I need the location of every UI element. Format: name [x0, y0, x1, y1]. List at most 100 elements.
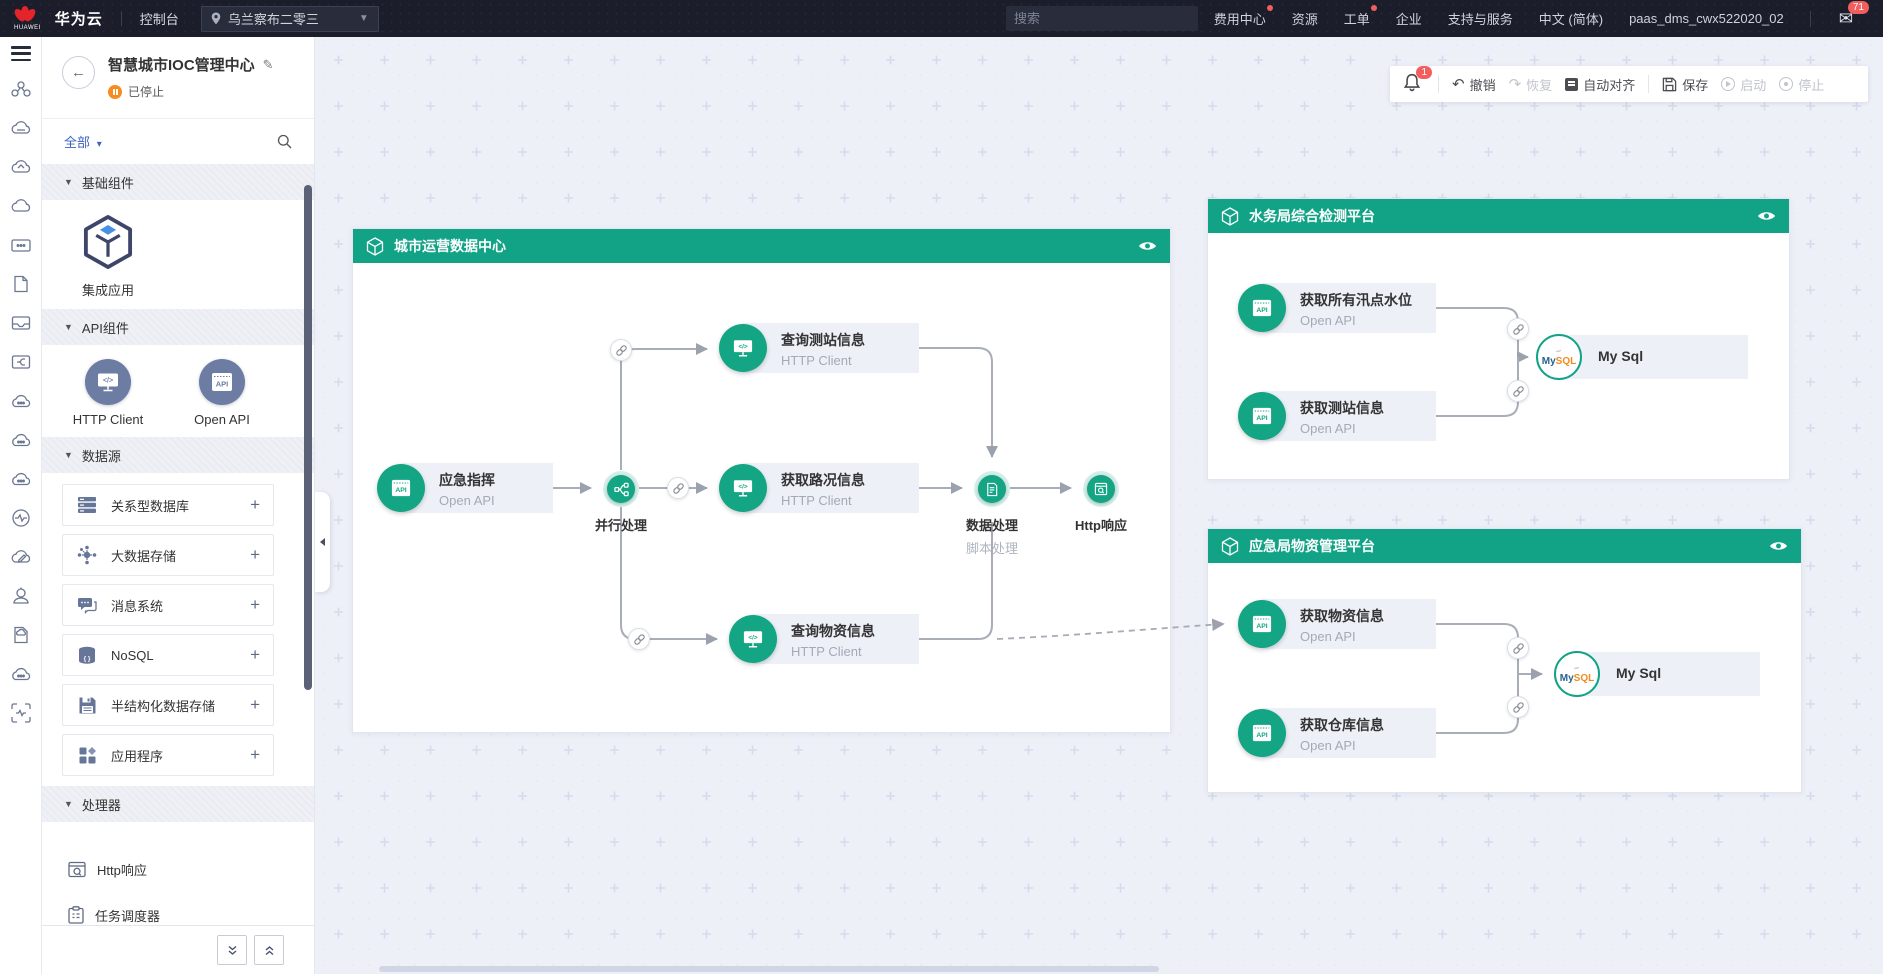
add-icon[interactable]: +	[250, 545, 260, 564]
menu-resources[interactable]: 资源	[1291, 12, 1318, 27]
flow-canvas[interactable]: 1 ↶撤销 ↷恢复 自动对齐 保存 启动 停止 城市运营数据中心	[315, 37, 1883, 974]
huawei-logo[interactable]: HUAWEI	[12, 6, 41, 31]
edge-link-icon[interactable]	[667, 477, 689, 499]
edge-link-icon[interactable]	[628, 628, 650, 650]
add-icon[interactable]: +	[250, 695, 260, 714]
menu-support[interactable]: 支持与服务	[1447, 12, 1513, 27]
parallel-icon	[607, 475, 635, 503]
scroll-up-button[interactable]	[254, 935, 284, 965]
rail-cloud-sync-icon[interactable]	[9, 155, 33, 179]
scroll-down-button[interactable]	[217, 935, 247, 965]
flow-node-parallel[interactable]: 并行处理	[595, 471, 647, 533]
back-button[interactable]: ←	[62, 56, 95, 89]
datasource-relational-db[interactable]: 关系型数据库 +	[62, 484, 274, 526]
component-http-client[interactable]: </> HTTP Client	[66, 359, 150, 427]
rail-cloud-dots-icon[interactable]	[9, 389, 33, 413]
brand-name[interactable]: 华为云	[54, 11, 103, 28]
rail-file-icon[interactable]	[9, 272, 33, 296]
section-datasources[interactable]: ▼数据源	[42, 437, 314, 473]
panel-search-icon[interactable]	[277, 134, 292, 149]
save-button[interactable]: 保存	[1662, 75, 1708, 94]
rail-workflow-icon[interactable]	[9, 350, 33, 374]
eye-icon[interactable]	[1769, 540, 1788, 552]
add-icon[interactable]: +	[250, 645, 260, 664]
add-icon[interactable]: +	[250, 595, 260, 614]
flow-node-data-processing[interactable]: 数据处理脚本处理	[966, 471, 1018, 556]
component-integration-app[interactable]: 集成应用	[66, 214, 150, 299]
edge-link-icon[interactable]	[1507, 318, 1529, 340]
cube-hexagon-icon	[366, 236, 384, 256]
rail-inbox-icon[interactable]	[9, 311, 33, 335]
add-icon[interactable]: +	[250, 745, 260, 764]
menu-tickets[interactable]: 工单	[1344, 5, 1377, 28]
datasource-message-system[interactable]: 消息系统 +	[62, 584, 274, 626]
rail-cloud-server-icon[interactable]	[9, 116, 33, 140]
edge-link-icon[interactable]	[1507, 380, 1529, 402]
menu-username[interactable]: paas_dms_cwx522020_02	[1629, 11, 1784, 26]
flow-node-mysql[interactable]: ~ MySQL My Sql	[1554, 649, 1760, 699]
edge-link-icon[interactable]	[1507, 696, 1529, 718]
add-icon[interactable]: +	[250, 495, 260, 514]
group-header[interactable]: 城市运营数据中心	[353, 229, 1170, 263]
menu-enterprise[interactable]: 企业	[1395, 12, 1422, 27]
section-api-components[interactable]: ▼API组件	[42, 309, 314, 345]
flow-node-mysql[interactable]: ~ MySQL My Sql	[1536, 332, 1748, 382]
panel-collapse-handle[interactable]	[315, 492, 330, 592]
filter-all-dropdown[interactable]: 全部 ▾	[64, 135, 102, 150]
rail-org-icon[interactable]	[9, 77, 33, 101]
hamburger-menu-icon[interactable]	[10, 46, 31, 61]
rail-scan-wave-icon[interactable]	[9, 701, 33, 725]
eye-icon[interactable]	[1757, 210, 1776, 222]
rail-cloud-edit-icon[interactable]	[9, 545, 33, 569]
menu-billing[interactable]: 费用中心	[1214, 5, 1273, 28]
search-input[interactable]	[1006, 11, 1198, 26]
edge-link-icon[interactable]	[610, 339, 632, 361]
component-open-api[interactable]: API Open API	[180, 359, 264, 427]
processor-task-scheduler[interactable]: 任务调度器	[68, 892, 314, 938]
datasource-nosql[interactable]: { } NoSQL +	[62, 634, 274, 676]
flow-node-http-response[interactable]: Http响应	[1075, 471, 1127, 533]
datasource-semistructured-storage[interactable]: 半结构化数据存储 +	[62, 684, 274, 726]
menu-language[interactable]: 中文 (简体)	[1538, 12, 1604, 27]
stop-button[interactable]: 停止	[1779, 75, 1824, 94]
auto-align-button[interactable]: 自动对齐	[1565, 75, 1635, 94]
datasource-bigdata[interactable]: 大数据存储 +	[62, 534, 274, 576]
messages-button[interactable]: ✉ 71	[1839, 0, 1869, 29]
rail-cloud-dots-icon[interactable]	[9, 428, 33, 452]
rail-doc-cloud-icon[interactable]	[9, 623, 33, 647]
datasource-application[interactable]: 应用程序 +	[62, 734, 274, 776]
console-link[interactable]: 控制台	[139, 12, 179, 27]
notifications-button[interactable]: 1	[1403, 66, 1432, 95]
group-header[interactable]: 应急局物资管理平台	[1208, 529, 1801, 563]
section-processors[interactable]: ▼处理器	[42, 786, 314, 822]
canvas-horizontal-scrollbar[interactable]	[379, 966, 1159, 972]
edge-link-icon[interactable]	[1507, 637, 1529, 659]
rail-cloud-icon[interactable]	[9, 194, 33, 218]
group-header[interactable]: 水务局综合检测平台	[1208, 199, 1789, 233]
undo-button[interactable]: ↶撤销	[1452, 75, 1496, 93]
rail-cloud-dots-icon[interactable]	[9, 467, 33, 491]
region-selector[interactable]: 乌兰察布二零三 ▼	[200, 5, 379, 32]
start-button[interactable]: 启动	[1721, 75, 1766, 94]
rail-pulse-icon[interactable]	[9, 506, 33, 530]
section-basic-components[interactable]: ▼基础组件	[42, 164, 314, 200]
rail-cloud-dots-icon[interactable]	[9, 662, 33, 686]
panel-scrollbar[interactable]	[304, 185, 312, 690]
rail-card-dots-icon[interactable]	[9, 233, 33, 257]
edit-pencil-icon[interactable]: ✎	[262, 56, 274, 72]
redo-button[interactable]: ↷恢复	[1508, 75, 1553, 93]
eye-icon[interactable]	[1138, 240, 1157, 252]
processor-http-response[interactable]: Http响应	[68, 846, 314, 892]
rail-cluster-icon[interactable]	[9, 584, 33, 608]
